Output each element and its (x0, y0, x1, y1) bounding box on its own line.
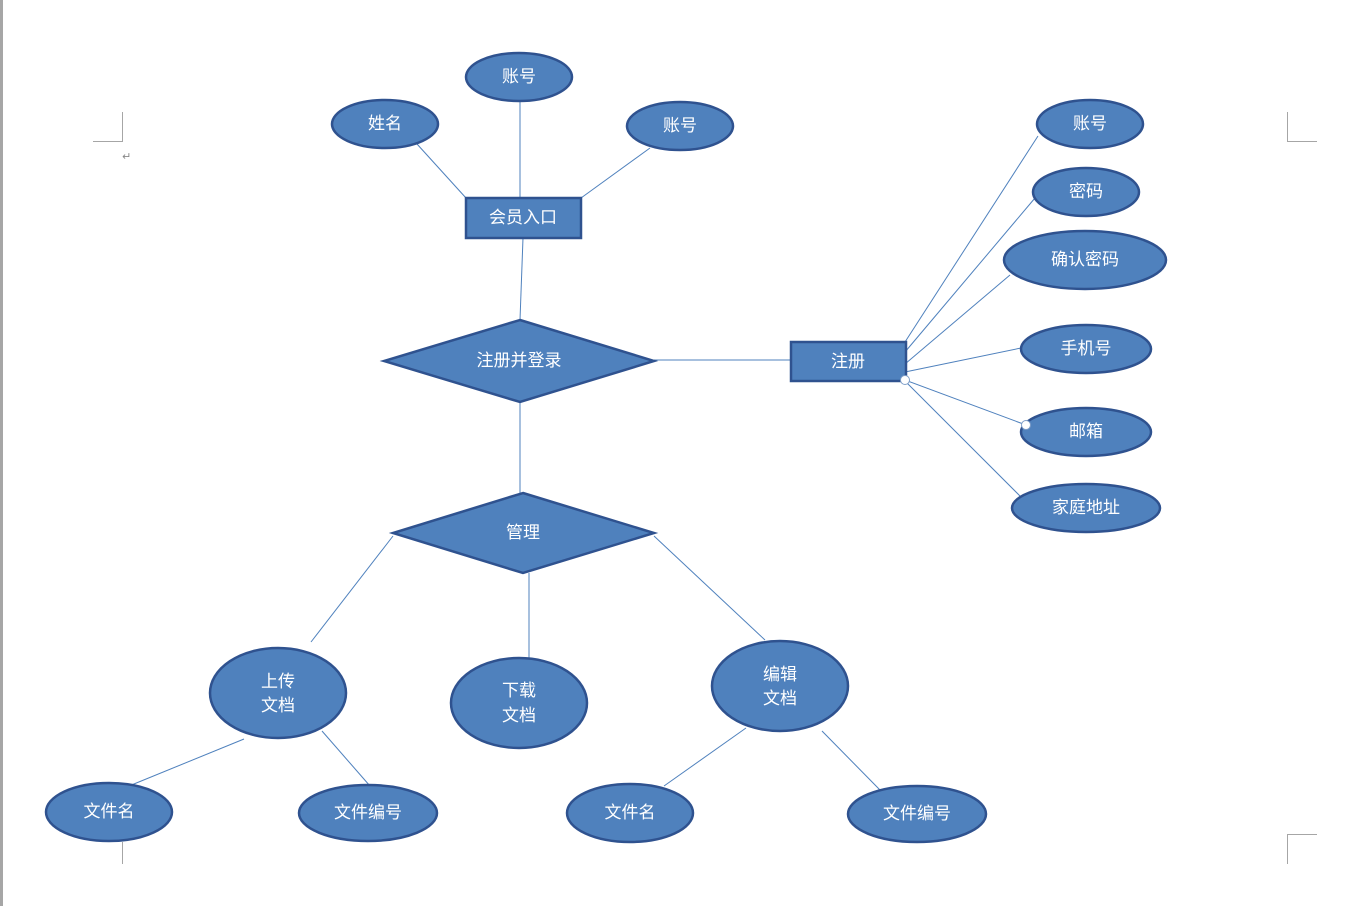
entity-download-doc-label: 下载 (502, 681, 536, 701)
edge-upload-fileno (321, 730, 371, 787)
connector-handle-email[interactable] (1021, 420, 1031, 430)
attr-reg-phone-shape (1019, 323, 1153, 375)
attr-reg-email-shape (1019, 406, 1153, 458)
entity-upload-doc-label: 上传 (261, 672, 295, 692)
relation-register-login-shape (379, 318, 659, 404)
attr-name: 姓名 (330, 98, 440, 150)
attr-upload-filename: 文件名 (44, 781, 174, 843)
attr-reg-password-shape (1031, 166, 1141, 218)
attr-account-top: 账号 (464, 51, 574, 103)
entity-register-label: 注册 (831, 352, 865, 372)
attr-account-top-shape (464, 51, 574, 103)
attr-upload-fileno-label: 文件编号 (334, 803, 402, 823)
entity-edit-doc-label: 编辑 (763, 665, 797, 685)
edge-manage-upload (310, 535, 394, 643)
attr-name-label: 姓名 (368, 114, 402, 134)
entity-member-entry-shape (464, 196, 583, 240)
attr-reg-confirm-password-shape (1002, 229, 1168, 291)
attr-reg-account-shape (1035, 98, 1145, 150)
attr-edit-filename: 文件名 (565, 782, 695, 844)
attr-reg-password-label: 密码 (1069, 182, 1103, 202)
attr-reg-email: 邮箱 (1019, 406, 1153, 458)
edge-register-email (904, 379, 1027, 426)
relation-manage: 管理 (388, 491, 659, 575)
attr-edit-fileno: 文件编号 (846, 784, 988, 844)
edge-register-confirm (904, 274, 1011, 365)
diagram-nodes: 姓名 账号 账号 会员入口 注册并登录 注 (44, 51, 1168, 844)
edge-register-password (904, 197, 1036, 353)
entity-edit-doc-label-2: 文档 (763, 689, 797, 709)
attr-reg-account-label: 账号 (1073, 114, 1107, 134)
entity-member-entry-label: 会员入口 (489, 208, 557, 228)
selection-handles (900, 375, 1031, 430)
relation-manage-shape (388, 491, 659, 575)
diagram-edges (128, 102, 1039, 791)
attr-reg-email-label: 邮箱 (1069, 422, 1103, 442)
attr-reg-address: 家庭地址 (1010, 482, 1162, 534)
edge-member-reglogin (519, 237, 524, 321)
entity-edit-doc-shape (710, 639, 850, 733)
edge-register-account (904, 135, 1039, 343)
edge-edit-filename (663, 727, 747, 787)
attr-reg-password: 密码 (1031, 166, 1141, 218)
attr-edit-filename-label: 文件名 (605, 803, 656, 823)
entity-upload-doc-shape (208, 646, 348, 740)
attr-reg-address-label: 家庭地址 (1052, 498, 1120, 518)
connector-handle-register[interactable] (900, 375, 910, 385)
attr-upload-filename-label: 文件名 (84, 802, 135, 822)
attr-account-top2-label: 账号 (663, 116, 697, 136)
edge-upload-filename (128, 738, 245, 787)
edge-register-address (904, 380, 1021, 497)
edge-account2-member (580, 147, 651, 199)
entity-register: 注册 (789, 340, 908, 383)
edge-register-phone (904, 347, 1022, 373)
attr-account-top-label: 账号 (502, 67, 536, 87)
attr-upload-fileno: 文件编号 (297, 783, 439, 843)
attr-name-shape (330, 98, 440, 150)
edge-edit-fileno (821, 730, 881, 791)
entity-download-doc-shape (449, 656, 589, 750)
crop-mark-top-left (93, 112, 123, 142)
relation-register-login: 注册并登录 (379, 318, 659, 404)
attr-reg-address-shape (1010, 482, 1162, 534)
entity-download-doc: 下载 文档 (449, 656, 589, 750)
entity-register-shape (789, 340, 908, 383)
entity-upload-doc-label-2: 文档 (261, 696, 295, 716)
edge-manage-edit (653, 535, 766, 641)
attr-account-top2: 账号 (625, 100, 735, 152)
entity-upload-doc: 上传 文档 (208, 646, 348, 740)
attr-upload-filename-shape (44, 781, 174, 843)
relation-register-login-label: 注册并登录 (477, 351, 562, 371)
relation-manage-label: 管理 (506, 523, 540, 543)
attr-edit-filename-shape (565, 782, 695, 844)
entity-download-doc-label-2: 文档 (502, 706, 536, 726)
edge-name-member (416, 143, 467, 199)
attr-edit-fileno-shape (846, 784, 988, 844)
attr-reg-phone: 手机号 (1019, 323, 1153, 375)
attr-reg-confirm-password: 确认密码 (1002, 229, 1168, 291)
attr-account-top2-shape (625, 100, 735, 152)
attr-reg-phone-label: 手机号 (1061, 339, 1112, 359)
entity-member-entry: 会员入口 (464, 196, 583, 240)
crop-mark-top-right (1287, 112, 1317, 142)
crop-mark-bottom-left (122, 842, 124, 864)
crop-mark-bottom-right (1287, 834, 1317, 864)
attr-reg-confirm-password-label: 确认密码 (1051, 250, 1119, 270)
entity-edit-doc: 编辑 文档 (710, 639, 850, 733)
paragraph-mark: ↵ (122, 150, 132, 163)
attr-edit-fileno-label: 文件编号 (883, 804, 951, 824)
attr-upload-fileno-shape (297, 783, 439, 843)
page-left-edge (0, 0, 3, 906)
attr-reg-account: 账号 (1035, 98, 1145, 150)
